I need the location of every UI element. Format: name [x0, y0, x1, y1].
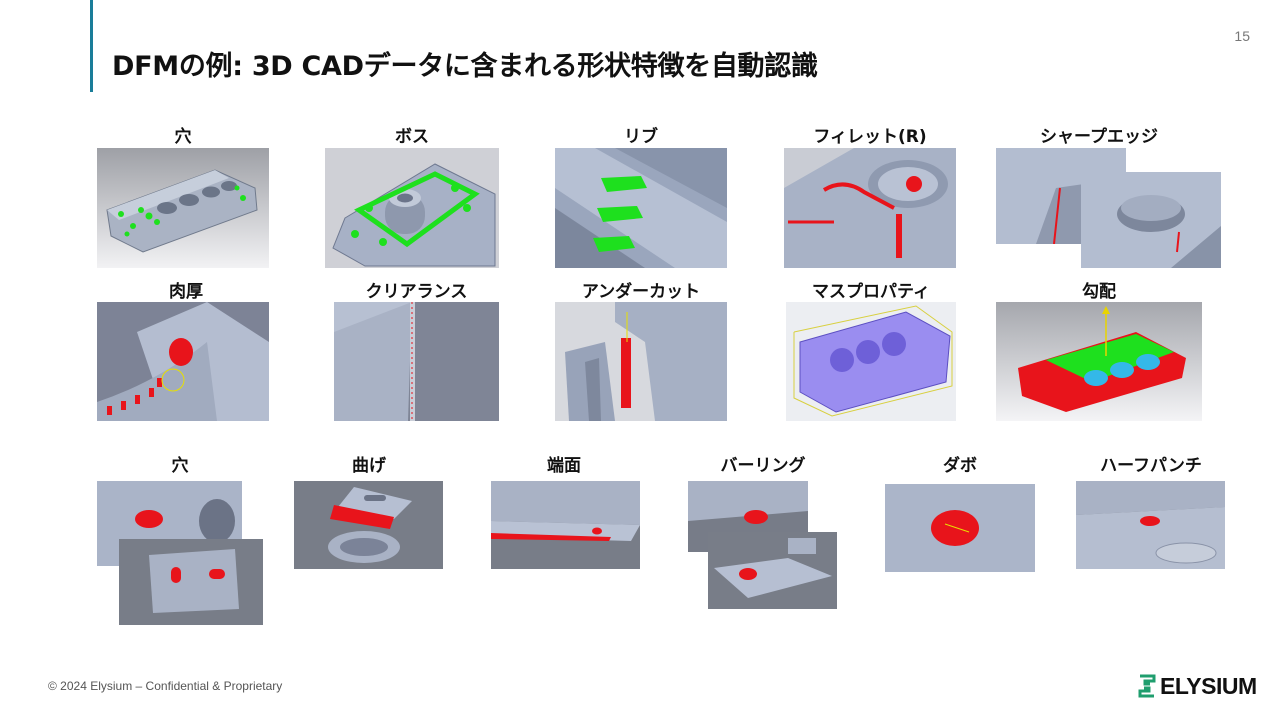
undercut-render [555, 302, 727, 421]
feature-label: ボス [395, 127, 429, 147]
feature-dowel: ダボ [885, 451, 1035, 572]
feature-label: バーリング [720, 456, 806, 476]
feature-image [1081, 172, 1221, 268]
feature-hole: 穴 [97, 122, 269, 268]
feature-rib: リブ [555, 122, 727, 268]
feature-edge-face: 端面 [491, 451, 640, 569]
feature-image [708, 532, 837, 609]
feature-label: 肉厚 [169, 282, 203, 302]
feature-mass-property: マスプロパティ [786, 277, 956, 421]
feature-label: 穴 [171, 456, 189, 476]
feature-draft: 勾配 [996, 277, 1202, 421]
feature-boss: ボス [325, 122, 499, 268]
feature-sheet-hole: 穴 [97, 451, 263, 625]
slide-title: DFMの例: 3D CADデータに含まれる形状特徴を自動認識 [112, 51, 818, 82]
title-accent-bar [90, 0, 93, 92]
thickness-render [97, 302, 269, 421]
clearance-render [334, 302, 499, 421]
page-number: 15 [1234, 28, 1250, 44]
sheet-hole-render-2 [119, 539, 263, 625]
feature-label: 曲げ [352, 456, 386, 476]
dowel-render [885, 484, 1035, 572]
feature-image [334, 302, 499, 421]
mass-property-render [786, 302, 956, 421]
feature-wall-thickness: 肉厚 [97, 277, 269, 421]
draft-render [996, 302, 1202, 421]
feature-image [1076, 481, 1225, 569]
feature-undercut: アンダーカット [555, 277, 727, 421]
logo-mark-icon [1138, 674, 1156, 698]
fillet-render [784, 148, 956, 268]
rib-render [555, 148, 727, 268]
bend-render [294, 481, 443, 569]
feature-label: クリアランス [365, 282, 468, 302]
hole-render [97, 148, 269, 268]
burring-render-2 [708, 532, 837, 609]
feature-fillet: フィレット(R) [784, 122, 956, 268]
feature-label: マスプロパティ [812, 282, 930, 302]
feature-image [294, 481, 443, 569]
feature-image [325, 148, 499, 268]
feature-sharp-edge: シャープエッジ [996, 122, 1221, 268]
company-logo: ELYSIUM [1136, 672, 1262, 702]
feature-half-punch: ハーフパンチ [1076, 451, 1225, 569]
feature-image [97, 148, 269, 268]
feature-label: 勾配 [1082, 282, 1116, 302]
feature-label: ダボ [943, 456, 977, 476]
feature-image [784, 148, 956, 268]
feature-clearance: クリアランス [334, 277, 499, 421]
feature-image [885, 484, 1035, 572]
edge-face-render [491, 481, 640, 569]
feature-label: アンダーカット [581, 282, 701, 302]
feature-image [119, 539, 263, 625]
feature-bend: 曲げ [294, 451, 443, 569]
feature-burring: バーリング [688, 451, 837, 609]
footer-copyright: © 2024 Elysium – Confidential & Propriet… [48, 679, 283, 693]
feature-label: リブ [624, 127, 658, 147]
feature-label: シャープエッジ [1040, 127, 1158, 147]
feature-image [555, 302, 727, 421]
feature-image [786, 302, 956, 421]
feature-label: フィレット(R) [813, 127, 927, 147]
sharp-edge-render-2 [1081, 172, 1221, 268]
half-punch-render [1076, 481, 1225, 569]
feature-label: ハーフパンチ [1100, 456, 1202, 476]
feature-label: 穴 [174, 127, 192, 147]
feature-image [491, 481, 640, 569]
feature-image [996, 302, 1202, 421]
logo-wordmark: ELYSIUM [1160, 673, 1257, 699]
feature-image [97, 302, 269, 421]
feature-image [555, 148, 727, 268]
boss-render [325, 148, 499, 268]
feature-label: 端面 [547, 456, 581, 476]
